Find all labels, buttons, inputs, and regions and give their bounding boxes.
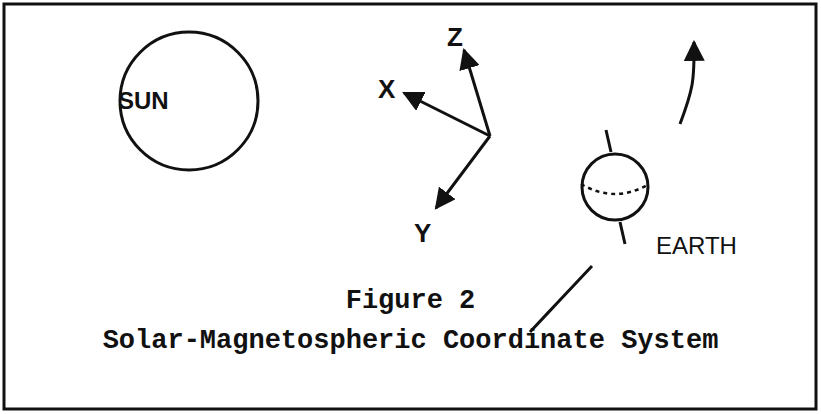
- figure-caption: Figure 2 Solar-Magnetospheric Coordinate…: [0, 281, 821, 361]
- orbit-line: [530, 266, 592, 332]
- circle-outline: [580, 152, 650, 222]
- sun-circle: SUN: [118, 30, 260, 172]
- axis-arrow: [436, 136, 490, 208]
- orbit-arrow: [680, 42, 694, 124]
- earth-equator: [581, 184, 649, 194]
- node-label: EARTH: [656, 232, 737, 260]
- axis-label: Y: [414, 220, 431, 246]
- earth-circle: EARTH: [580, 152, 650, 222]
- node-label: SUN: [118, 87, 169, 115]
- axis-arrow: [404, 93, 490, 136]
- earth-axis-tick: [606, 130, 611, 152]
- axis-arrow: [464, 50, 490, 136]
- axis-label: X: [378, 76, 395, 102]
- earth-axis-tick: [620, 222, 625, 244]
- axis-label: Z: [447, 24, 463, 50]
